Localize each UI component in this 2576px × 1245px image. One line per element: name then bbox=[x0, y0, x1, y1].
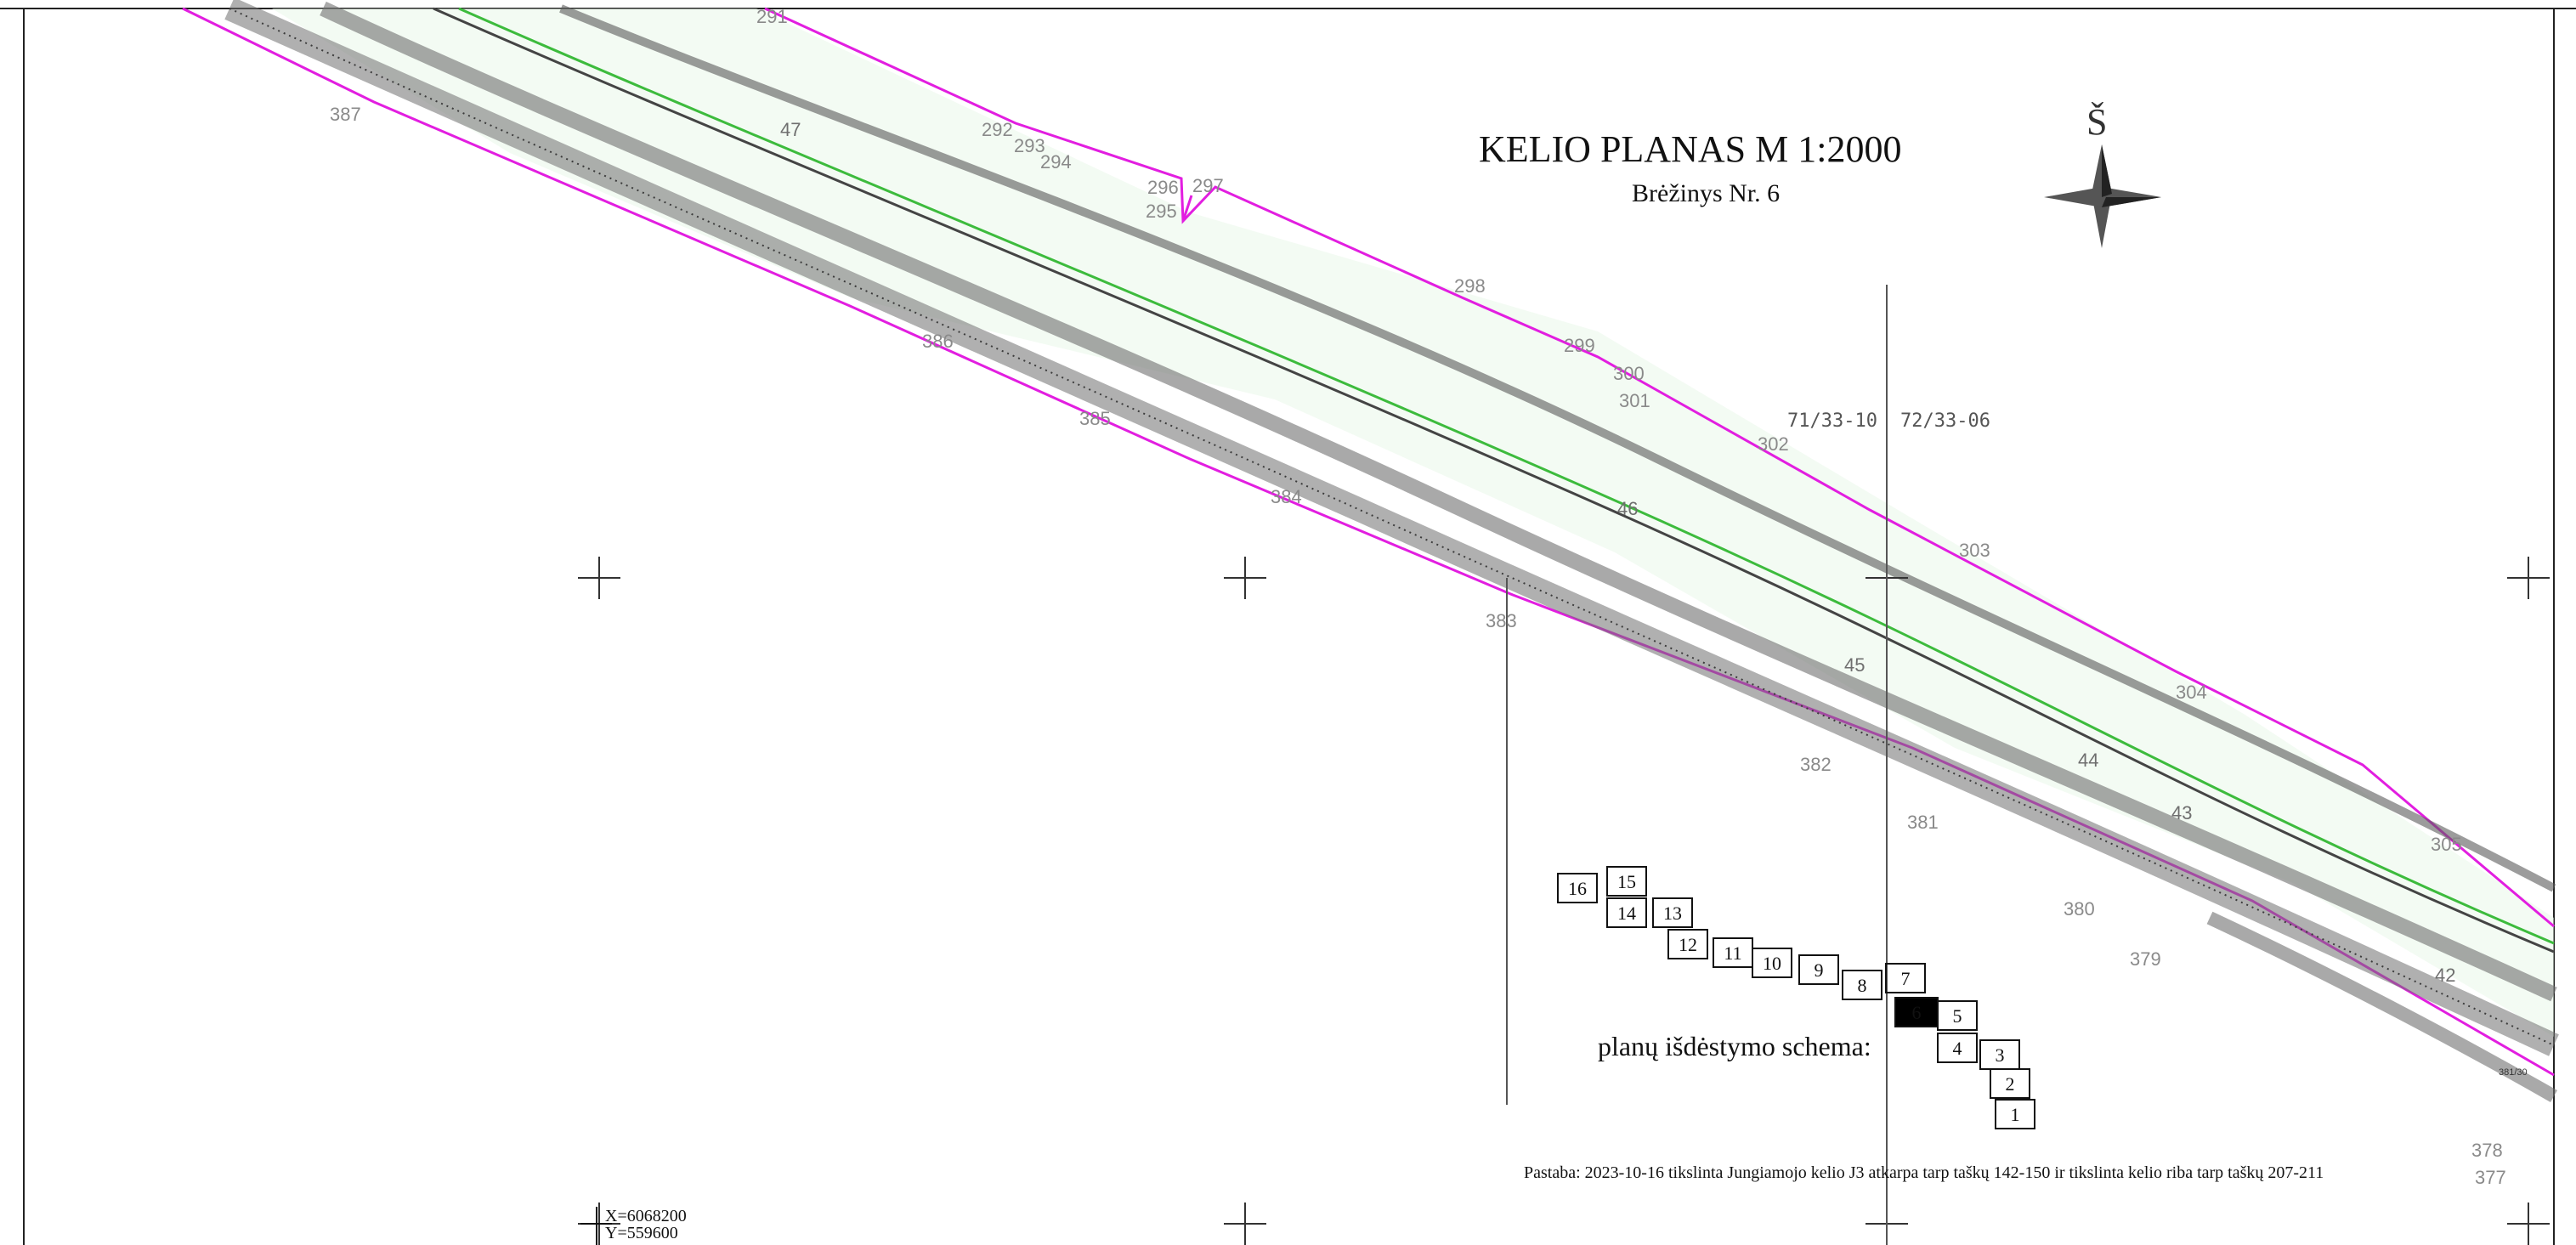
svg-text:2: 2 bbox=[2006, 1073, 2015, 1095]
svg-text:15: 15 bbox=[1617, 871, 1636, 892]
coordinate-marker: X=6068200 Y=559600 bbox=[580, 1207, 687, 1245]
parcel-divider bbox=[1506, 285, 1888, 1245]
svg-text:302: 302 bbox=[1758, 433, 1789, 455]
svg-text:299: 299 bbox=[1564, 335, 1595, 356]
svg-text:10: 10 bbox=[1763, 953, 1781, 974]
svg-text:291: 291 bbox=[756, 6, 788, 27]
boundary-point-labels: 291 292 293 294 295 296 297 298 299 300 … bbox=[330, 6, 2506, 1188]
svg-text:296: 296 bbox=[1147, 177, 1179, 198]
drawing-number: Brėžinys Nr. 6 bbox=[1632, 179, 1780, 207]
svg-text:4: 4 bbox=[1953, 1038, 1962, 1059]
svg-text:377: 377 bbox=[2475, 1167, 2506, 1188]
svg-text:387: 387 bbox=[330, 104, 361, 125]
sheet-frame bbox=[0, 8, 2576, 1245]
plan-layout-scheme-label: planų išdėstymo schema: bbox=[1598, 1031, 1871, 1061]
map-title: KELIO PLANAS M 1:2000 bbox=[1479, 128, 1901, 170]
svg-text:16: 16 bbox=[1568, 878, 1587, 899]
svg-text:300: 300 bbox=[1613, 363, 1645, 384]
svg-text:44: 44 bbox=[2078, 750, 2098, 771]
svg-text:43: 43 bbox=[2171, 802, 2192, 823]
svg-text:293: 293 bbox=[1014, 135, 1045, 156]
svg-text:298: 298 bbox=[1454, 275, 1486, 297]
svg-text:383: 383 bbox=[1486, 610, 1517, 631]
north-arrow-icon: Š bbox=[2044, 101, 2161, 248]
parcel-label-left: 71/33-10 bbox=[1787, 410, 1877, 432]
svg-text:297: 297 bbox=[1192, 175, 1224, 196]
svg-text:Y=559600: Y=559600 bbox=[605, 1224, 678, 1242]
svg-text:385: 385 bbox=[1079, 408, 1111, 429]
svg-text:295: 295 bbox=[1146, 201, 1177, 222]
svg-text:292: 292 bbox=[982, 119, 1013, 140]
svg-text:42: 42 bbox=[2435, 965, 2455, 986]
small-point-label: 381/30 bbox=[2499, 1067, 2528, 1078]
svg-text:45: 45 bbox=[1844, 654, 1865, 676]
svg-text:384: 384 bbox=[1271, 486, 1302, 507]
svg-text:7: 7 bbox=[1901, 968, 1911, 989]
svg-text:9: 9 bbox=[1815, 959, 1824, 981]
svg-text:381: 381 bbox=[1907, 812, 1939, 833]
svg-text:386: 386 bbox=[922, 331, 954, 352]
svg-text:X=6068200: X=6068200 bbox=[605, 1207, 687, 1225]
svg-text:382: 382 bbox=[1800, 754, 1832, 775]
svg-text:14: 14 bbox=[1617, 903, 1636, 924]
parcel-label-right: 72/33-06 bbox=[1900, 410, 1990, 432]
svg-text:1: 1 bbox=[2011, 1104, 2020, 1125]
svg-text:379: 379 bbox=[2130, 948, 2161, 970]
svg-text:8: 8 bbox=[1858, 975, 1867, 996]
svg-text:11: 11 bbox=[1724, 942, 1741, 964]
km-labels: 47 46 45 44 43 42 bbox=[780, 119, 2455, 986]
svg-text:Š: Š bbox=[2086, 101, 2107, 143]
road-lanes bbox=[224, 0, 2559, 1102]
svg-text:304: 304 bbox=[2176, 682, 2207, 703]
road-boundary bbox=[182, 7, 2555, 1077]
svg-text:380: 380 bbox=[2064, 898, 2095, 920]
svg-text:47: 47 bbox=[780, 119, 801, 140]
vegetation-area bbox=[272, 8, 2554, 1037]
plan-sheet-numbers: 16 15 14 13 12 11 10 9 8 7 6 5 4 3 2 1 bbox=[1568, 871, 2020, 1125]
plan-layout-scheme bbox=[1557, 866, 2035, 1129]
svg-text:305: 305 bbox=[2431, 834, 2462, 855]
svg-text:301: 301 bbox=[1619, 390, 1650, 411]
svg-text:303: 303 bbox=[1959, 540, 1990, 561]
svg-text:5: 5 bbox=[1953, 1005, 1962, 1027]
svg-text:378: 378 bbox=[2471, 1140, 2503, 1161]
current-sheet: 6 bbox=[1912, 1002, 1922, 1023]
svg-text:46: 46 bbox=[1617, 498, 1638, 519]
svg-text:13: 13 bbox=[1663, 903, 1682, 924]
svg-text:294: 294 bbox=[1040, 151, 1072, 173]
revision-note: Pastaba: 2023-10-16 tikslinta Jungiamojo… bbox=[1524, 1163, 2324, 1182]
svg-text:12: 12 bbox=[1679, 934, 1697, 955]
svg-text:3: 3 bbox=[1996, 1044, 2005, 1066]
